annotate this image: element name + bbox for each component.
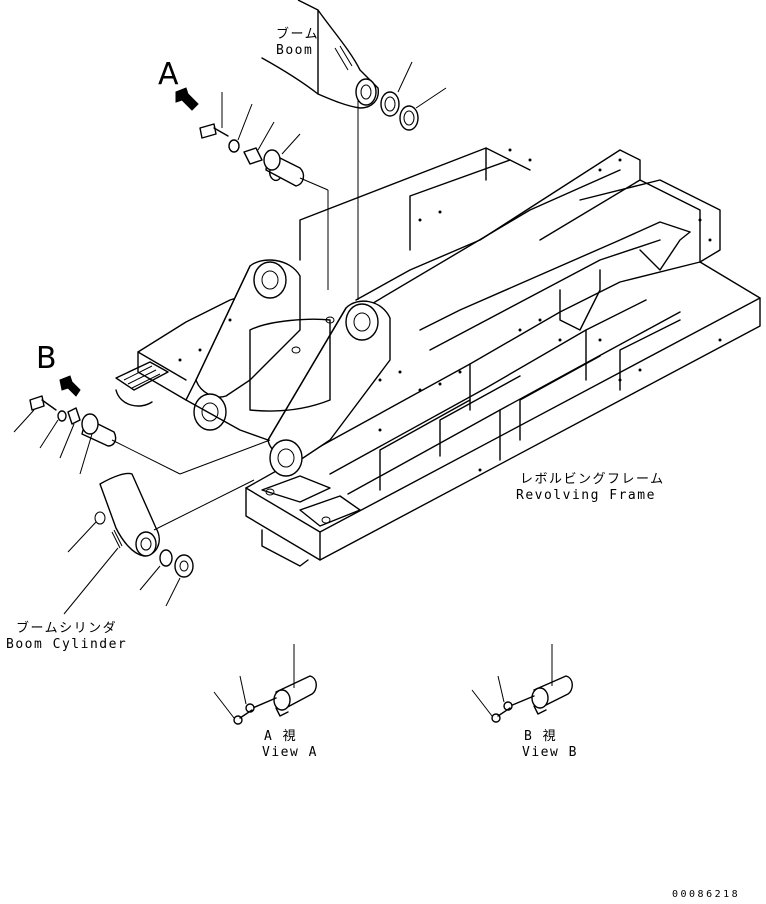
view-b-caption-jp: B 視 xyxy=(524,729,557,744)
frame-label-jp: レボルビングフレーム xyxy=(520,472,665,487)
revolving-frame xyxy=(115,147,761,567)
drawing-code: 00086218 xyxy=(672,889,740,900)
boom-label-jp: ブーム xyxy=(276,26,319,42)
view-a-caption-en: View A xyxy=(262,745,318,760)
view-b-marker: B xyxy=(36,341,57,376)
boom-cylinder-washers xyxy=(139,549,194,607)
boom-pin-washers xyxy=(380,61,447,131)
view-a-caption-jp: A 視 xyxy=(264,729,297,744)
frame-label-en: Revolving Frame xyxy=(516,488,656,503)
boom-pin-group-a xyxy=(199,92,329,290)
cylinder-label-jp: ブームシリンダ xyxy=(16,620,117,636)
view-a-marker: A xyxy=(158,57,179,92)
boom-cylinder-part xyxy=(63,472,255,615)
view-b-arrow xyxy=(59,375,81,397)
view-b-caption-en: View B xyxy=(522,745,578,760)
cylinder-label-en: Boom Cylinder xyxy=(6,637,127,652)
boom-part xyxy=(261,0,379,300)
view-a-arrow xyxy=(175,87,199,111)
frame-holes xyxy=(178,148,722,472)
view-a-detail xyxy=(213,644,317,725)
boom-cylinder-pin-group-b xyxy=(13,395,271,475)
view-b-detail xyxy=(471,644,573,723)
boom-label-en: Boom xyxy=(276,43,313,58)
